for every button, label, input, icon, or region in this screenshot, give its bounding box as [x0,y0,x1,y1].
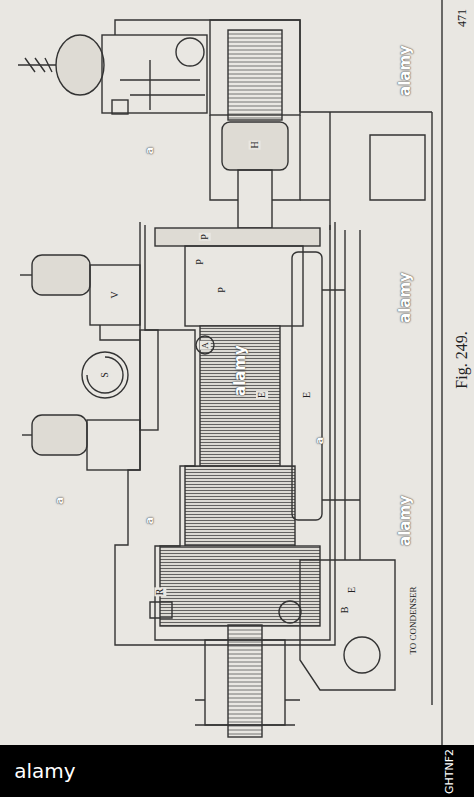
steam-inlet [87,357,123,393]
coupling [222,122,288,170]
top-bearing [228,30,282,120]
part-letter: A [200,341,211,350]
governor [25,58,52,72]
rotor [155,228,320,626]
steam-valve [32,255,90,295]
bottom-bearing [195,700,300,725]
bedplate [300,112,432,230]
casing [115,222,335,645]
watermark: alamy [396,494,413,547]
top-bearing [210,20,300,115]
steam-valve [22,434,32,435]
balance-pipe [292,252,322,520]
watermark: alamy [13,760,76,782]
bottom-bearing [228,625,262,737]
steam-inlet [82,352,128,398]
steam-inlet [82,330,158,430]
steam-valve [90,265,140,325]
blading [200,326,280,466]
exhaust-note: TO CONDENSER [408,585,419,655]
watermark: a [54,495,67,504]
credit-bar [0,745,474,797]
casing [145,225,330,640]
part-letter: R [154,588,166,597]
watermark: a [144,145,157,154]
figure-caption: Fig. 249. [453,330,471,389]
blading [185,466,295,546]
part-letter: S [99,371,111,379]
steam-valve [20,255,140,340]
part-letter: E [256,391,268,399]
balance-pipe [322,230,360,560]
watermark: alamy [396,44,413,97]
governor [120,60,205,110]
bottom-bearing [195,625,300,737]
part-letter: V [109,290,121,299]
port [196,336,214,354]
steam-valve [100,325,140,340]
steam-inlet [140,330,158,430]
governor [112,100,128,114]
top-bearing [210,20,300,228]
top-bearing [210,115,300,200]
governor [102,35,207,113]
exhaust [344,637,380,673]
governor [56,35,104,95]
exhaust [279,601,301,623]
part-letter: P [194,258,206,266]
part-letter: E [301,391,313,399]
exhaust [300,560,395,690]
steam-valve [22,415,140,470]
shaft [238,170,272,228]
turbine-drawing [18,0,442,745]
dummy-piston [155,228,320,246]
exhaust [279,560,395,690]
part-letter: H [249,140,261,149]
stock-id: GHTNF2 [443,747,456,794]
flange [150,602,172,618]
frame-line [431,112,432,705]
watermark: alamy [231,344,248,397]
watermark: a [144,515,157,524]
part-letter: B [339,606,351,615]
steam-valve [87,420,140,470]
frame-line [441,0,442,745]
part-letter: E [346,586,358,594]
page-number: 471 [455,8,469,28]
watermark: a [314,435,327,444]
part-letter: P [216,286,228,294]
governor [176,38,204,66]
blading [160,546,320,626]
watermark: alamy [396,271,413,324]
part-letter: P [199,233,211,241]
steam-valve [20,274,32,275]
dummy-piston [185,246,303,326]
steam-valve [32,415,87,455]
